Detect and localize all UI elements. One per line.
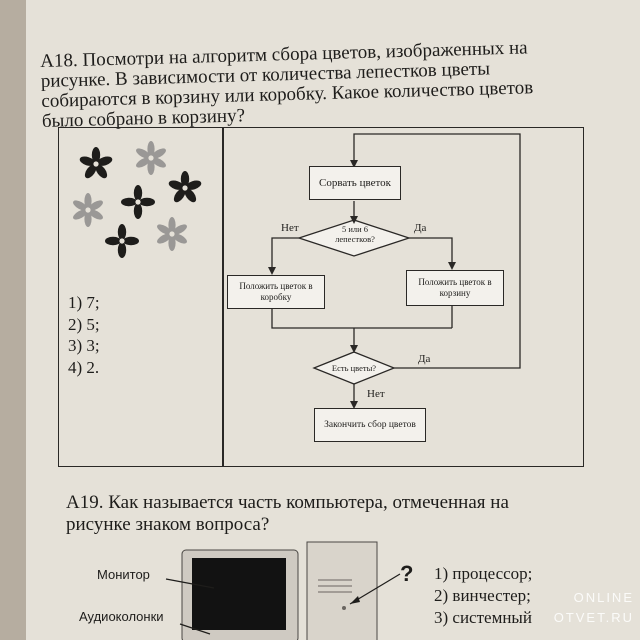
question-mark: ? bbox=[400, 561, 414, 586]
flowchart-connectors bbox=[268, 133, 521, 409]
flower-icon bbox=[167, 171, 203, 205]
figure-divider bbox=[222, 127, 224, 467]
a18-answer-3: 3) 3; bbox=[68, 336, 100, 355]
label-no-2: Нет bbox=[367, 388, 385, 400]
label-yes-2: Да bbox=[418, 353, 431, 365]
a19-answer-2: 2) винчестер; bbox=[434, 586, 531, 605]
step-put-in-basket: Положить цветок в корзину bbox=[406, 270, 504, 306]
a18-answer-1: 1) 7; bbox=[68, 293, 100, 312]
figure-frame bbox=[58, 127, 584, 467]
label-yes: Да bbox=[414, 222, 427, 234]
a18-answer-2: 2) 5; bbox=[68, 314, 100, 334]
flower-icon bbox=[155, 217, 189, 251]
step-put-in-box: Положить цветок в коробку bbox=[227, 275, 325, 309]
a19-answers: 1) процессор; 2) винчестер; 3) системный bbox=[434, 563, 532, 629]
a19-answer-3: 3) системный bbox=[434, 608, 532, 627]
label-speakers: Аудиоколонки bbox=[79, 609, 164, 624]
flowers-illustration bbox=[71, 141, 203, 258]
flower-icon bbox=[121, 185, 155, 219]
question-a19-line-1: А19. Как называется часть компьютера, от… bbox=[66, 492, 509, 513]
condition-more-flowers: Есть цветы? bbox=[331, 363, 377, 373]
watermark-line-1: ONLINE bbox=[573, 590, 634, 605]
a19-answer-1: 1) процессор; bbox=[434, 564, 533, 583]
a18-answers: 1) 7; 2) 5; 3) 3; 4) 2. bbox=[68, 292, 100, 378]
flower-icon bbox=[78, 147, 114, 181]
page-edge bbox=[0, 0, 26, 640]
label-no: Нет bbox=[281, 222, 299, 234]
label-monitor: Монитор bbox=[97, 567, 150, 582]
a18-answer-4: 4) 2. bbox=[68, 357, 100, 377]
condition-petals: 5 или 6 лепестков? bbox=[335, 224, 375, 244]
computer-illustration bbox=[165, 541, 401, 640]
step-finish: Закончить сбор цветов bbox=[314, 408, 426, 442]
flowchart: Сорвать цветок 5 или 6 лепестков? Нет Да… bbox=[224, 128, 582, 466]
flower-icon bbox=[134, 141, 168, 175]
system-unit-image bbox=[306, 541, 378, 640]
flower-icon bbox=[105, 224, 139, 258]
question-a19-text: А19. Как называется часть компьютера, от… bbox=[66, 492, 586, 536]
flower-icon bbox=[71, 193, 105, 227]
paper-sheet bbox=[26, 0, 640, 640]
question-a19-line-2: рисунке знаком вопроса? bbox=[66, 514, 270, 535]
monitor-screen bbox=[192, 558, 286, 630]
step-pick-flower: Сорвать цветок bbox=[309, 166, 401, 200]
watermark-line-2: OTVET.RU bbox=[553, 610, 634, 625]
question-a18-text: А18. Посмотри на алгоритм сбора цветов, … bbox=[40, 36, 602, 132]
watermark: ONLINE OTVET.RU bbox=[554, 588, 634, 628]
